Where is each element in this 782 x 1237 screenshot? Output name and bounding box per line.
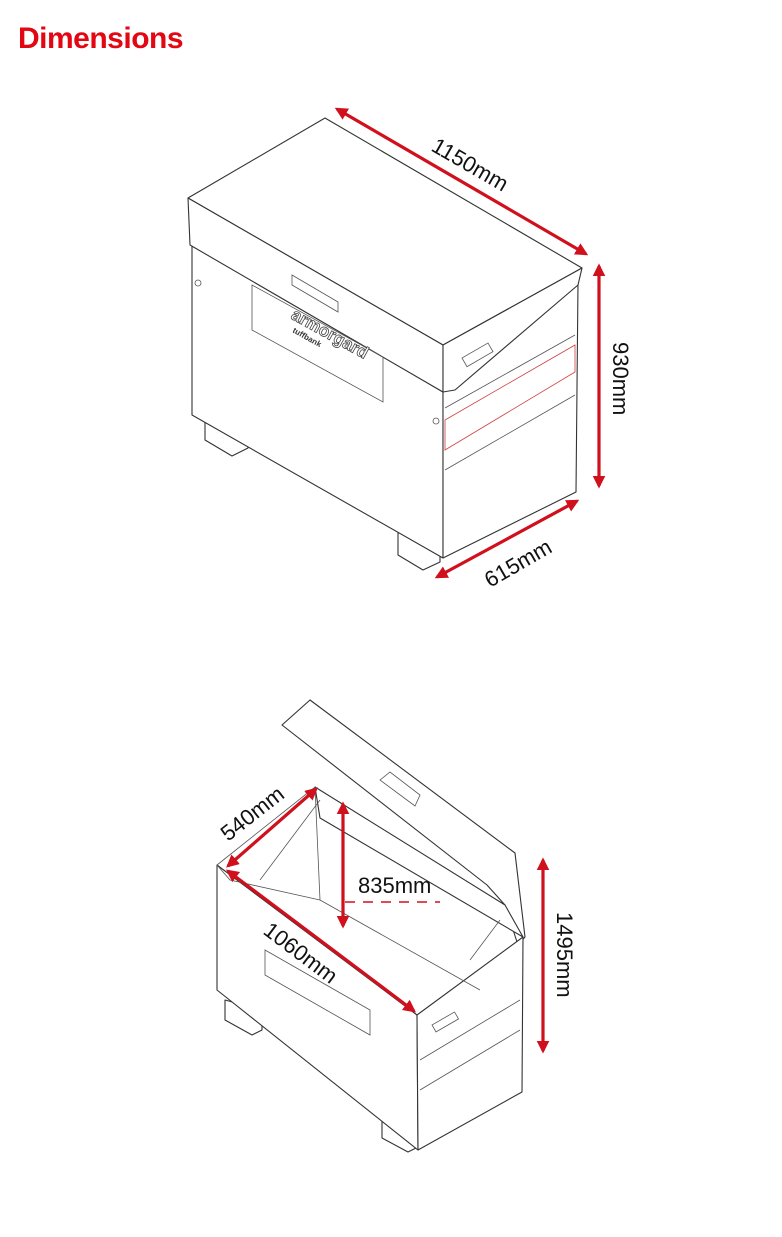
lid-side-band <box>442 267 583 393</box>
logo-plate <box>251 284 384 403</box>
side-handle <box>444 344 576 451</box>
closed-box-drawing: armorgard tuffbank <box>187 117 583 571</box>
width-arrow <box>334 107 589 256</box>
lid-handle-recess <box>379 771 421 807</box>
inner-width-arrow <box>225 869 417 1013</box>
side-face <box>416 936 524 1151</box>
lock-icon <box>461 342 494 368</box>
side-panel-line <box>444 334 576 409</box>
page-title: Dimensions <box>18 22 184 55</box>
side-panel-line <box>419 1029 521 1091</box>
inner-height-label: 835mm <box>358 873 431 898</box>
bolt <box>432 417 440 425</box>
front-face <box>216 864 419 1151</box>
lock-icon <box>431 1011 460 1033</box>
handle-recess <box>291 274 339 313</box>
open-height-label: 1495mm <box>552 912 577 998</box>
open-box-drawing <box>216 699 526 1153</box>
lid-stay <box>469 919 501 961</box>
inner-depth-arrow <box>226 787 318 868</box>
bolt <box>194 279 202 287</box>
side-panel-line <box>419 999 521 1061</box>
depth-label: 615mm <box>480 534 556 592</box>
depth-arrow <box>434 499 580 579</box>
height-label: 930mm <box>608 342 633 415</box>
side-panel-line <box>444 394 576 471</box>
inner-depth-label: 540mm <box>216 781 289 846</box>
